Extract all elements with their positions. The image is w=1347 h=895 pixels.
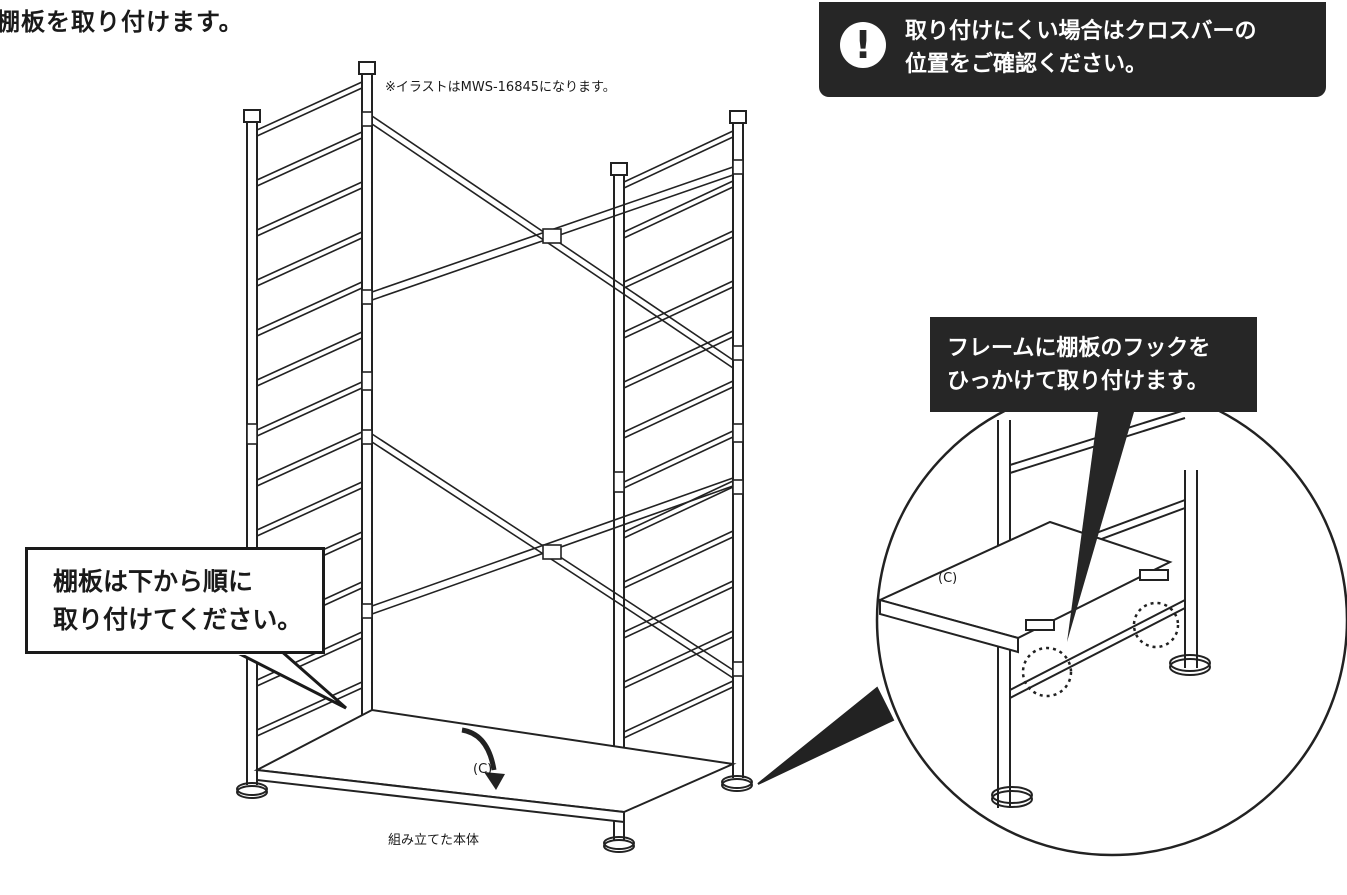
order-instruction-callout: 棚板は下から順に 取り付けてください。 [25,547,325,654]
left-rear-upright [358,61,376,722]
adjuster-feet [236,775,753,853]
order-callout-line-1: 棚板は下から順に [53,567,254,596]
shelf-part-label: (C) [473,762,493,777]
warning-line-2: 位置をご確認ください。 [905,52,1148,77]
left-front-upright [243,109,261,785]
rear-cross-bars [246,111,744,679]
hook-callout-pointer [1067,412,1134,642]
hook-instruction-callout: フレームに棚板のフックを ひっかけて取り付けます。 [930,317,1257,412]
order-callout-line-2: 取り付けてください。 [53,605,303,634]
page-heading: 棚板を取り付けます。 [0,8,244,36]
arrow-icon [461,727,505,790]
assembled-caption: 組み立てた本体 [388,833,480,848]
illustration-note: ※イラストはMWS-16845になります。 [385,80,616,95]
right-front-upright [610,162,628,840]
hook-callout-line-2: ひっかけて取り付けます。 [947,369,1209,394]
detail-part-label: (C) [938,571,958,586]
hook-callout-line-1: フレームに棚板のフックを [947,336,1211,361]
right-side-rungs [623,130,734,739]
bottom-shelf-panel [253,708,737,824]
left-side-rungs [256,81,363,737]
warning-line-1: 取り付けにくい場合はクロスバーの [905,19,1257,44]
exclamation-icon: ! [840,22,886,68]
warning-box: ! 取り付けにくい場合はクロスバーの 位置をご確認ください。 [819,2,1326,97]
order-callout-pointer [231,648,347,710]
warning-text: 取り付けにくい場合はクロスバーの 位置をご確認ください。 [905,15,1257,81]
detail-magnifier-circle [757,383,1347,857]
